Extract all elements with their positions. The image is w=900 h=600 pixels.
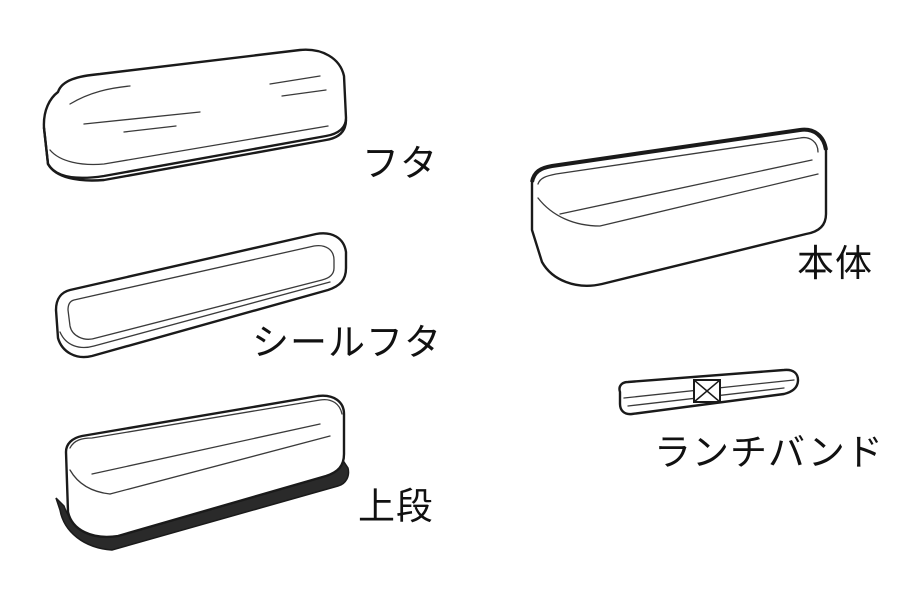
body-label: 本体 [797, 242, 873, 285]
upper-tier-label: 上段 [358, 485, 434, 528]
seal-lid-label: シールフタ [252, 321, 442, 364]
lid-label: フタ [362, 142, 438, 185]
lunch-band-label: ランチバンド [654, 431, 884, 474]
